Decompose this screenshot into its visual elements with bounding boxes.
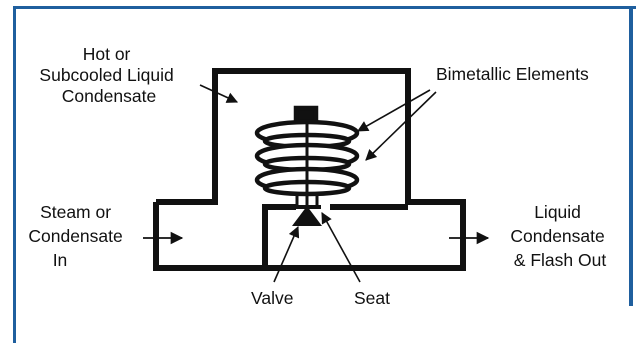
- valve-label: Valve: [251, 288, 293, 308]
- valve-cone: [292, 206, 322, 226]
- seat-leader: [321, 212, 361, 283]
- steam-in-label: Steam or Condensate In: [28, 202, 127, 270]
- bimetallic-leader-2: [365, 91, 437, 161]
- diagram-frame: [13, 6, 636, 343]
- bimetallic-elements-label: Bimetallic Elements: [436, 64, 589, 84]
- hot-condensate-label: Hot or Subcooled Liquid Condensate: [39, 44, 178, 106]
- hot-condensate-leader: [199, 84, 239, 103]
- seat-label: Seat: [354, 288, 390, 308]
- trap-body: [153, 68, 466, 271]
- valve-leader: [273, 225, 300, 283]
- bimetallic-leader-1: [357, 89, 431, 132]
- valve-seat: [293, 205, 321, 209]
- leader-lines: [199, 84, 437, 283]
- liquid-out-label: Liquid Condensate & Flash Out: [510, 202, 609, 270]
